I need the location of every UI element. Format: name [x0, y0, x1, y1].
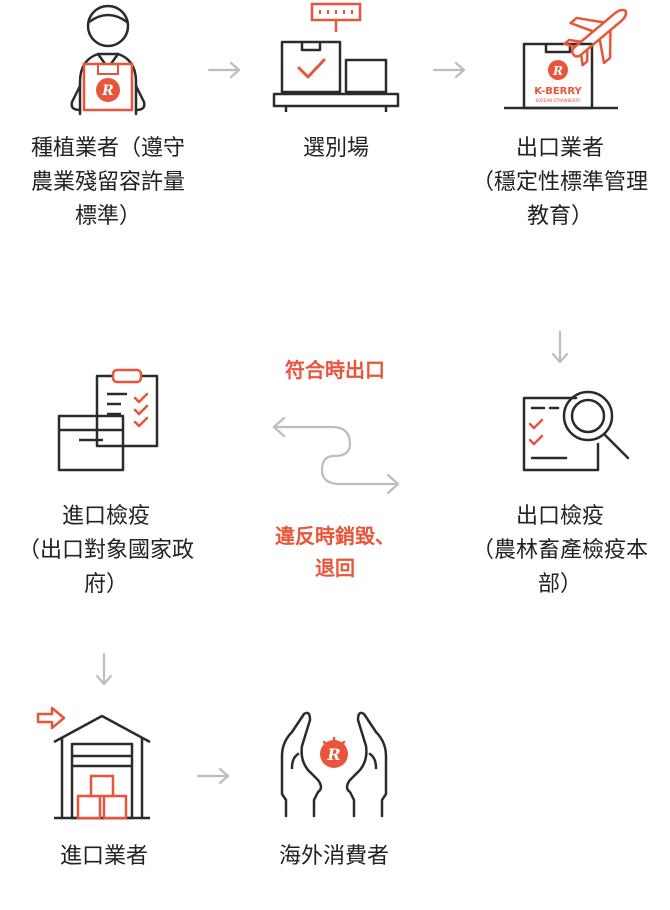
svg-text:R: R [552, 64, 563, 78]
sorting-scale-icon [272, 2, 400, 112]
outcome-pass-label: 符合時出口 [230, 354, 440, 386]
clipboard-box-icon [57, 368, 159, 472]
step-farmer-label: 種植業者（遵守 農業殘留容許量 標準） [10, 132, 206, 234]
step-farmer-line-3: 標準） [74, 204, 141, 229]
warehouse-icon [36, 706, 151, 820]
outcome-fail-line-2: 退回 [315, 556, 355, 580]
step-importer-line-1: 進口業者 [59, 844, 148, 869]
box-brand-subtext: KOREAN STRAWBERRY [536, 98, 582, 103]
outcome-fail-label: 違反時銷毀、 退回 [230, 520, 440, 584]
step-export-quarantine-line-1: 出口檢疫 [515, 504, 604, 529]
step-sorting-label: 選別場 [236, 132, 436, 166]
curvy-return-arrow [272, 416, 400, 495]
step-sorting-line-1: 選別場 [302, 136, 369, 161]
step-importer-label: 進口業者 [4, 840, 204, 874]
box-brand-text: K-BERRY [534, 86, 582, 97]
arrow-right-1 [207, 61, 241, 79]
step-farmer-line-1: 種植業者（遵守 [30, 136, 185, 161]
step-import-quarantine-line-3: 府） [83, 572, 128, 597]
step-import-quarantine-label: 進口檢疫 （出口對象國家政 府） [6, 500, 206, 602]
hands-strawberry-icon: R [280, 711, 388, 818]
magnifier-document-icon [522, 390, 630, 472]
svg-text:R: R [101, 83, 114, 99]
step-import-quarantine-line-2: （出口對象國家政 [17, 538, 194, 563]
step-import-quarantine-line-1: 進口檢疫 [61, 504, 150, 529]
arrow-right-2 [432, 61, 466, 79]
export-airplane-box-icon: R K-BERRY KOREAN STRAWBERRY [504, 8, 628, 110]
farmer-holding-box-icon: R [70, 4, 146, 116]
step-consumer-line-1: 海外消費者 [278, 844, 389, 869]
arrow-down-2 [95, 652, 113, 686]
step-exporter-label: 出口業者 （穩定性標準管理 教育） [460, 132, 660, 234]
step-consumer-label: 海外消費者 [234, 840, 434, 874]
step-export-quarantine-label: 出口檢疫 （農林畜產檢疫本 部） [460, 500, 660, 602]
step-exporter-line-1: 出口業者 [515, 136, 604, 161]
arrow-right-3 [196, 767, 230, 785]
svg-text:R: R [326, 745, 340, 764]
step-exporter-line-3: 教育） [526, 204, 593, 229]
outcome-pass-line-1: 符合時出口 [285, 358, 385, 382]
arrow-down-1 [551, 330, 569, 364]
step-export-quarantine-line-3: 部） [537, 572, 582, 597]
step-export-quarantine-line-2: （農林畜產檢疫本 [471, 538, 648, 563]
outcome-fail-line-1: 違反時銷毀、 [275, 524, 395, 548]
step-exporter-line-2: （穩定性標準管理 [471, 170, 648, 195]
step-farmer-line-2: 農業殘留容許量 [30, 170, 185, 195]
